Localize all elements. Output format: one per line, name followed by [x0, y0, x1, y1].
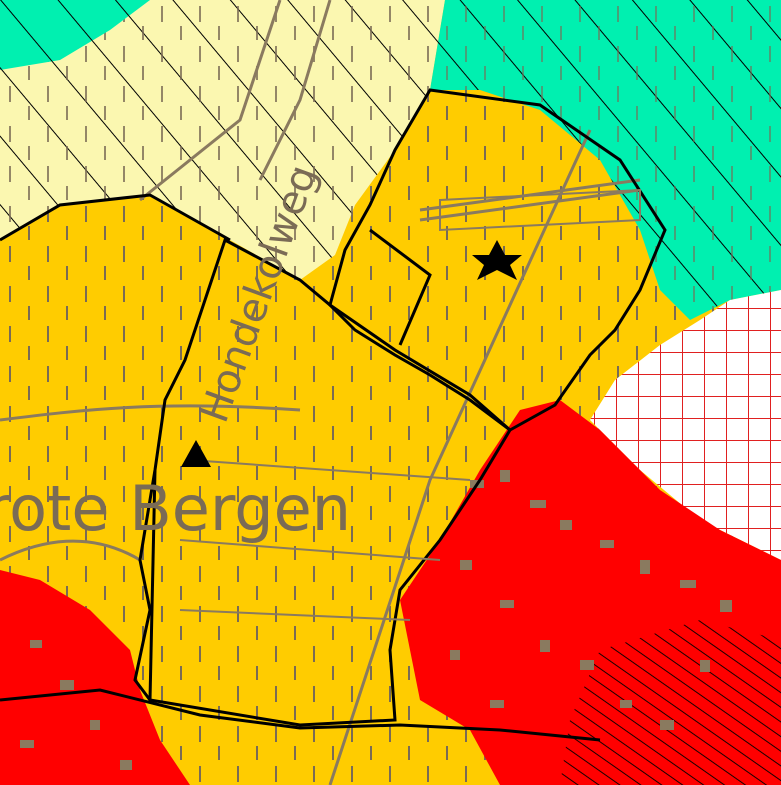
parcel-subdivisions [179, 188, 641, 621]
land-pale-area [0, 0, 445, 280]
area-name-label: rote Bergen [0, 472, 351, 545]
land-red-area-east [400, 400, 781, 785]
building-blotches [20, 470, 732, 770]
triangle-marker-icon [181, 440, 211, 467]
parcel-outlines [0, 88, 667, 742]
land-green-area [430, 0, 781, 320]
star-marker-icon [472, 240, 522, 280]
land-red-area-west [0, 570, 190, 785]
land-grid-area [590, 290, 781, 560]
